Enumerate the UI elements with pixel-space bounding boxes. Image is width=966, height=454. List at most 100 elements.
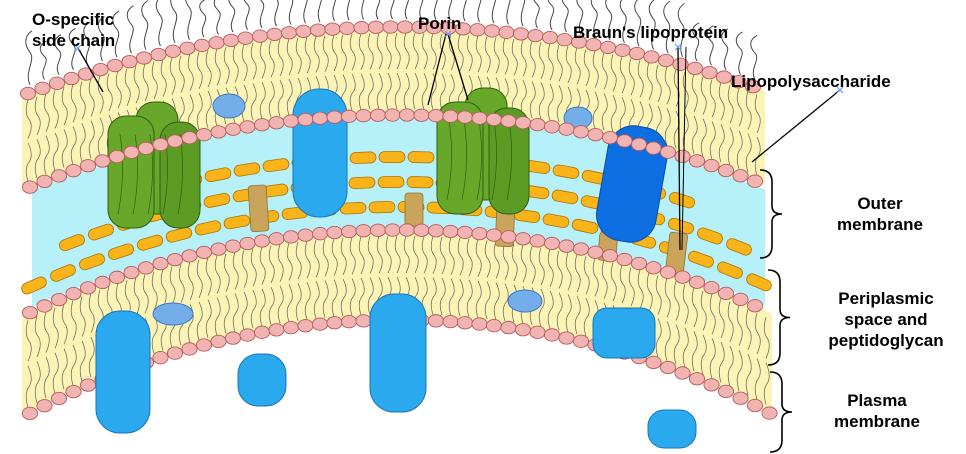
- outer-bottom-head: [109, 150, 124, 162]
- outer-bottom-head: [51, 170, 66, 182]
- outer-top-head: [368, 21, 383, 33]
- outer-bottom-head: [254, 119, 269, 131]
- plasma-bottom-head: [51, 392, 66, 404]
- plasma-bottom-head: [312, 318, 327, 330]
- plasma-bottom-head: [559, 332, 574, 344]
- plasma-top-head: [51, 293, 66, 305]
- outer-top-head: [383, 21, 398, 33]
- plasma-top-head: [225, 240, 240, 252]
- o-specific-chain: [272, 0, 278, 26]
- outer-bottom-head: [182, 132, 197, 144]
- plasma-bottom-head: [298, 320, 313, 332]
- outer-membrane-label: Outer membrane: [820, 193, 940, 235]
- plasma-top-head: [196, 246, 211, 258]
- outer-bottom-head: [22, 181, 37, 193]
- plasma-top-head: [646, 262, 661, 274]
- plasma-top-head: [153, 257, 168, 269]
- plasma-top-head: [298, 229, 313, 241]
- outer-bottom-head: [283, 115, 298, 127]
- outer-bottom-head: [356, 109, 371, 121]
- outer-bottom-head: [95, 155, 110, 167]
- plasma-bottom-head: [515, 324, 530, 336]
- outer-bottom-head: [733, 170, 748, 182]
- plasma-membrane-label: Plasma membrane: [812, 390, 942, 432]
- peptidoglycan-unit: [408, 151, 434, 163]
- outer-top-head: [93, 63, 108, 75]
- plasma-bottom-head: [704, 379, 719, 391]
- foreground-proteins: [96, 290, 696, 448]
- plasma-bottom-head: [457, 317, 472, 329]
- plasma-top-head: [515, 233, 530, 245]
- outer-top-head: [629, 47, 644, 59]
- o-specific-chain: [229, 0, 235, 32]
- outer-top-head: [267, 28, 282, 40]
- o-specific-chain: [185, 0, 191, 40]
- plasma-bottom-head: [675, 367, 690, 379]
- peptidoglycan-unit: [378, 176, 404, 187]
- plasma-top-head: [22, 306, 37, 318]
- outer-bottom-head: [443, 110, 458, 122]
- outer-bottom-head: [704, 159, 719, 171]
- outer-top-head: [397, 21, 412, 33]
- o-specific-chain: [258, 0, 264, 28]
- o-specific-chain: [142, 0, 148, 49]
- o-specific-chain: [533, 0, 539, 28]
- outer-bottom-head: [66, 164, 81, 176]
- plasma-bottom-head: [573, 335, 588, 347]
- outer-bottom-head: [617, 135, 632, 147]
- plasma-bottom-head: [443, 315, 458, 327]
- outer-top-head: [165, 45, 180, 57]
- outer-bottom-head: [602, 131, 617, 143]
- o-specific-chain: [214, 0, 220, 34]
- lipoprotein-anchor: [405, 193, 423, 226]
- peptidoglycan-unit: [379, 151, 405, 162]
- o-specific-chain: [127, 6, 133, 54]
- outer-top-head: [687, 62, 702, 74]
- outer-bottom-head: [559, 123, 574, 135]
- plasma-top-head: [182, 250, 197, 262]
- outer-bottom-head: [457, 111, 472, 123]
- outer-bottom-head: [747, 175, 762, 187]
- outer-bottom-head: [414, 109, 429, 121]
- plasma-bottom-head: [718, 385, 733, 397]
- o-specific-chain: [504, 0, 510, 24]
- outer-bottom-head: [124, 146, 139, 158]
- plasma-top-head: [733, 293, 748, 305]
- plasma-bottom-head: [530, 326, 545, 338]
- plasma-bottom-head: [356, 315, 371, 327]
- plasma-top-head: [689, 276, 704, 288]
- plasma-bottom-head: [182, 343, 197, 355]
- outer-bottom-head: [370, 109, 385, 121]
- outer-bottom-head: [138, 142, 153, 154]
- plasma-top-head: [675, 271, 690, 283]
- plasma-top-head: [704, 281, 719, 293]
- plasma-bottom-head: [646, 356, 661, 368]
- outer-top-head: [151, 48, 166, 60]
- peptidoglycan-unit: [350, 152, 376, 164]
- outer-bottom-head: [37, 175, 52, 187]
- outer-bottom-head: [486, 113, 501, 125]
- plasma-top-head: [428, 225, 443, 237]
- outer-bottom-head: [515, 117, 530, 129]
- outer-bottom-head: [167, 135, 182, 147]
- o-specific-chain: [301, 0, 307, 23]
- outer-bottom-head: [588, 128, 603, 140]
- o-specific-chain: [562, 0, 568, 32]
- outer-top-head: [122, 55, 137, 67]
- plasma-top-head: [457, 226, 472, 238]
- plasma-bottom-head: [747, 399, 762, 411]
- plasma-bottom-head: [733, 392, 748, 404]
- outer-top-head: [557, 33, 572, 45]
- outer-bottom-head: [472, 112, 487, 124]
- outer-top-head: [513, 28, 528, 40]
- plasma-top-head: [327, 226, 342, 238]
- outer-top-head: [658, 54, 673, 66]
- outer-bottom-head: [153, 138, 168, 150]
- outer-bottom-head: [646, 142, 661, 154]
- plasma-bottom-head: [66, 385, 81, 397]
- outer-bottom-head: [312, 112, 327, 124]
- outer-bottom-head: [573, 126, 588, 138]
- outer-top-head: [470, 24, 485, 36]
- surface-protein: [213, 94, 245, 118]
- outer-top-head: [223, 34, 238, 46]
